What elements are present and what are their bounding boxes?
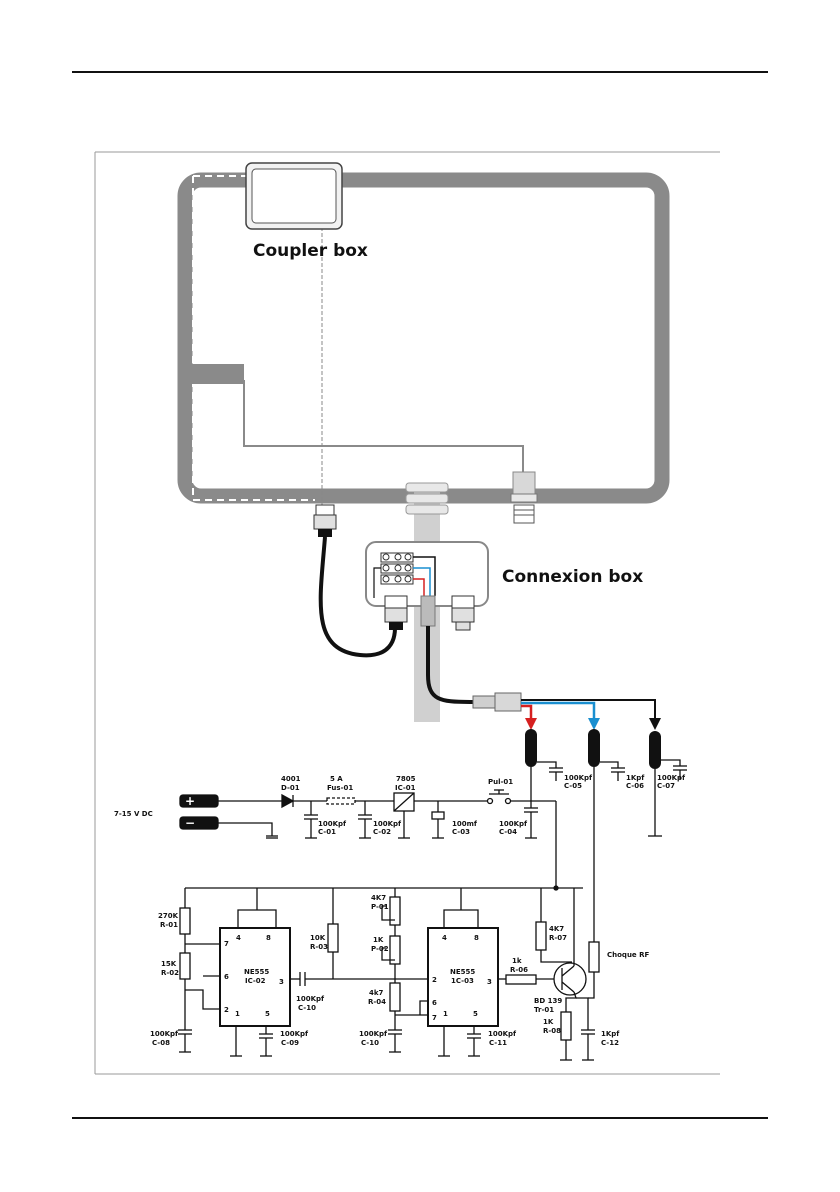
ic02-label-1: NE555 <box>244 968 269 976</box>
c02-label-1: 100Kpf <box>373 820 402 828</box>
c08-label-1: 100Kpf <box>150 1030 179 1038</box>
c07-label-2: C-07 <box>657 782 675 790</box>
c03-label-2: C-03 <box>452 828 470 836</box>
c09-label-2: C-09 <box>281 1039 299 1047</box>
top-rule <box>72 71 768 73</box>
c10a-label-1: 100Kpf <box>296 995 325 1003</box>
r01-label-2: R-01 <box>160 921 178 929</box>
r04-label-2: R-04 <box>368 998 386 1006</box>
r08-label-2: R-08 <box>543 1027 561 1035</box>
c10a-label-2: C-10 <box>298 1004 316 1012</box>
c04-label-1: 100Kpf <box>499 820 528 828</box>
ic02-pin-5: 5 <box>265 1010 270 1018</box>
r07-label-2: R-07 <box>549 934 567 942</box>
c01-label-1: 100Kpf <box>318 820 347 828</box>
ic-pin-labels: 4 8 7 6 3 2 1 5 4 8 2 3 6 7 1 5 <box>224 934 492 1022</box>
c09-label-1: 100Kpf <box>280 1030 309 1038</box>
ic02-pin-6: 6 <box>224 973 229 981</box>
minus-sign: − <box>185 816 195 830</box>
c10b-label-1: 100Kpf <box>359 1030 388 1038</box>
ic03-pin-1: 1 <box>443 1010 448 1018</box>
ic02-pin-3: 3 <box>279 978 284 986</box>
ic03-pin-7: 7 <box>432 1014 437 1022</box>
coax-cable-left <box>318 536 397 658</box>
power-section <box>179 759 687 888</box>
supply-label: 7-15 V DC <box>114 810 153 818</box>
p02-label-2: P-02 <box>371 945 389 953</box>
ic03-pin-5: 5 <box>473 1010 478 1018</box>
c12-label-2: C-12 <box>601 1039 619 1047</box>
coupler-box-label: Coupler box <box>253 241 368 261</box>
ic02-pin-1: 1 <box>235 1010 240 1018</box>
c03-label-1: 100mf <box>452 820 478 828</box>
ic03-pin-3: 3 <box>487 978 492 986</box>
coupler-box <box>245 162 343 230</box>
ic03-label-1: NE555 <box>450 968 475 976</box>
c01-label-2: C-01 <box>318 828 336 836</box>
r08-label-1: 1K <box>543 1018 554 1026</box>
ic01-label-2: IC-01 <box>395 784 416 792</box>
tr01-label-1: BD 139 <box>534 997 562 1005</box>
r06-label-1: 1k <box>512 957 522 965</box>
c04-label-2: C-04 <box>499 828 517 836</box>
ic03-label-2: 1C-03 <box>451 977 474 985</box>
ic03-pin-4: 4 <box>442 934 447 942</box>
r02-label-2: R-02 <box>161 969 179 977</box>
r06-label-2: R-06 <box>510 966 528 974</box>
r03-label-2: R-03 <box>310 943 328 951</box>
fus01-label-2: Fus-01 <box>327 784 353 792</box>
c06-label-2: C-06 <box>626 782 644 790</box>
c06-label-1: 1Kpf <box>626 774 645 782</box>
r03-label-1: 10K <box>310 934 326 942</box>
ic02-pin-4: 4 <box>236 934 241 942</box>
ic03-pin-6: 6 <box>432 999 437 1007</box>
node-dot <box>553 885 559 891</box>
r02-label-1: 15K <box>161 960 177 968</box>
p01-label-2: P-01 <box>371 903 389 911</box>
p02-label-1: 1K <box>373 936 384 944</box>
tr01-label-2: Tr-01 <box>534 1006 554 1014</box>
r07-label-1: 4K7 <box>549 925 564 933</box>
c07-label-1: 100Kpf <box>657 774 686 782</box>
oscillator-section <box>178 767 600 1061</box>
c05-label-2: C-05 <box>564 782 582 790</box>
c08-label-2: C-08 <box>152 1039 170 1047</box>
r04-label-1: 4k7 <box>369 989 384 997</box>
connexion-box <box>365 541 489 631</box>
ic02-pin-7: 7 <box>224 940 229 948</box>
ic03-pin-2: 2 <box>432 976 437 984</box>
ic01-label-1: 7805 <box>396 775 416 783</box>
c11-label-2: C-11 <box>489 1039 507 1047</box>
c12-label-1: 1Kpf <box>601 1030 620 1038</box>
component-labels: 4001 D-01 5 A Fus-01 7805 IC-01 Pul-01 1… <box>150 774 686 1047</box>
d01-label-1: 4001 <box>281 775 301 783</box>
ic02-pin-8: 8 <box>266 934 271 942</box>
figure-frame <box>94 151 720 1075</box>
plus-sign: + <box>185 794 195 808</box>
fus01-label-1: 5 A <box>330 775 343 783</box>
pul01-label: Pul-01 <box>488 778 513 786</box>
d01-label-2: D-01 <box>281 784 300 792</box>
c05-label-1: 100Kpf <box>564 774 593 782</box>
loop-connector <box>510 471 538 524</box>
ic02-label-2: IC-02 <box>245 977 266 985</box>
c10b-label-2: C-10 <box>361 1039 379 1047</box>
ic03-pin-8: 8 <box>474 934 479 942</box>
bottom-rule <box>72 1117 768 1119</box>
r01-label-1: 270K <box>158 912 179 920</box>
choque-label: Choque RF <box>607 951 649 959</box>
c02-label-2: C-02 <box>373 828 391 836</box>
p01-label-1: 4K7 <box>371 894 386 902</box>
connexion-box-label: Connexion box <box>502 567 643 587</box>
c11-label-1: 100Kpf <box>488 1030 517 1038</box>
ic02-pin-2: 2 <box>224 1006 229 1014</box>
output-cable <box>426 626 661 769</box>
left-bnc-connector <box>313 504 337 537</box>
